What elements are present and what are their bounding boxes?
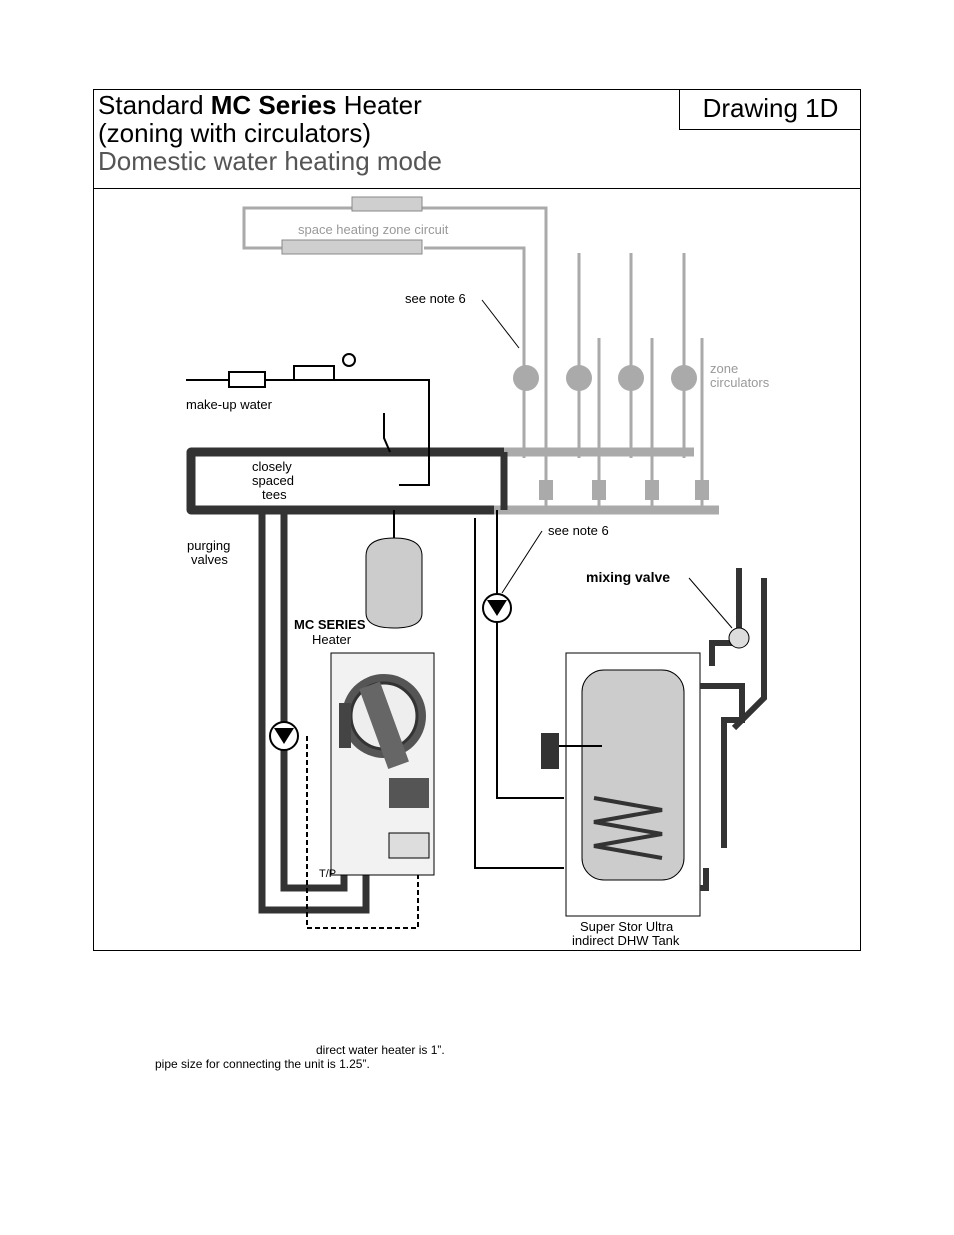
drawing-number: Drawing 1D xyxy=(679,90,861,130)
mc-series-label: MC SERIES xyxy=(294,617,366,632)
heater-label: Heater xyxy=(312,632,352,647)
zone-circulators-label-1: zone xyxy=(710,361,738,376)
primary-loop xyxy=(186,447,719,515)
note-6-leader-top xyxy=(481,299,520,349)
expansion-tank xyxy=(365,510,423,629)
mixing-valve-leader xyxy=(688,577,733,629)
control-wiring xyxy=(306,736,419,929)
piping-schematic: space heating zone circuit xyxy=(186,196,770,948)
zone-circulators xyxy=(513,253,709,513)
note-line-1: direct water heater is 1”. xyxy=(316,1043,445,1057)
closely-spaced-label-2: spaced xyxy=(252,473,294,488)
zone-circulators-label-2: circulators xyxy=(710,375,770,390)
purging-valves-label-1: purging xyxy=(187,538,230,553)
mixing-valve-label: mixing valve xyxy=(586,569,670,585)
title-line-1: Standard MC Series Heater xyxy=(98,90,422,120)
mixing-valve-assembly xyxy=(700,568,767,891)
space-heating-label: space heating zone circuit xyxy=(298,222,449,237)
makeup-water-line xyxy=(186,353,430,486)
super-stor-ultra-tank xyxy=(541,652,701,917)
closely-spaced-label-3: tees xyxy=(262,487,287,502)
see-note-6-mid: see note 6 xyxy=(548,523,609,538)
boiler-circulator xyxy=(269,721,299,751)
title-line-3: Domestic water heating mode xyxy=(98,146,442,176)
note-line-2: pipe size for connecting the unit is 1.2… xyxy=(155,1057,370,1071)
title-block: Standard MC Series Heater (zoning with c… xyxy=(94,90,861,189)
see-note-6-top: see note 6 xyxy=(405,291,466,306)
purging-valves-label-2: valves xyxy=(191,552,228,567)
mc-series-heater xyxy=(330,652,435,876)
space-heating-circuit xyxy=(242,196,548,448)
tp-label: T/P xyxy=(319,868,336,880)
dhw-supply-piping xyxy=(474,510,564,869)
makeup-water-label: make-up water xyxy=(186,397,273,412)
dhw-circulator xyxy=(482,593,512,623)
tank-label-2: indirect DHW Tank xyxy=(572,933,680,948)
tank-label-1: Super Stor Ultra xyxy=(580,919,674,934)
note-6-leader-mid xyxy=(501,530,543,594)
drawing-frame: Standard MC Series Heater (zoning with c… xyxy=(93,89,861,951)
title-line-2: (zoning with circulators) xyxy=(98,118,372,148)
closely-spaced-label-1: closely xyxy=(252,459,292,474)
